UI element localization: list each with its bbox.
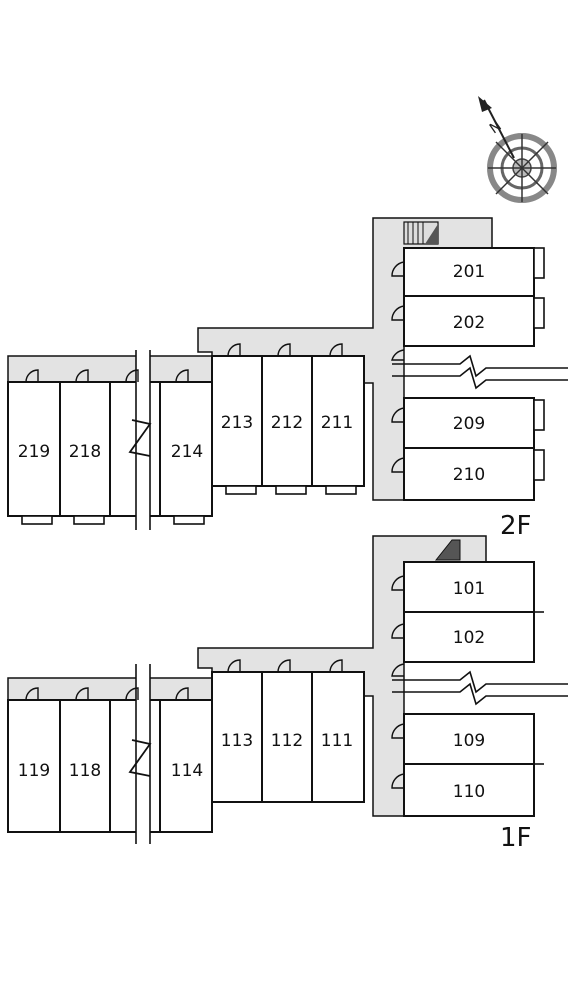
stairs-1f [434, 539, 461, 561]
unit-210 [403, 447, 535, 501]
room-label-109: 109 [453, 731, 485, 751]
room-label-201: 201 [453, 262, 485, 282]
room-label-101: 101 [453, 579, 485, 599]
room-label-213: 213 [221, 413, 253, 433]
floor-label-2f: 2F [500, 511, 532, 541]
room-label-111: 111 [321, 731, 353, 751]
room-label-112: 112 [271, 731, 303, 751]
unit-110 [403, 763, 535, 817]
room-label-218: 218 [69, 442, 101, 462]
room-label-212: 212 [271, 413, 303, 433]
room-label-119: 119 [18, 761, 50, 781]
compass-icon: N [478, 96, 557, 203]
unit-214 [159, 381, 213, 517]
unit-112 [261, 671, 313, 803]
room-label-110: 110 [453, 782, 485, 802]
unit-gap-2f [109, 381, 161, 517]
room-label-113: 113 [221, 731, 253, 751]
north-arrow-icon [478, 96, 492, 112]
unit-119 [7, 699, 61, 833]
floor-2f-plan: 201 202 209 210 211 212 213 214 218 219 … [7, 217, 568, 541]
room-label-211: 211 [321, 413, 353, 433]
unit-101 [403, 561, 535, 613]
unit-111 [311, 671, 365, 803]
room-label-214: 214 [171, 442, 203, 462]
room-label-210: 210 [453, 465, 485, 485]
floor-1f-plan: 101 102 109 110 111 112 113 114 118 119 … [7, 535, 568, 853]
unit-113 [211, 671, 263, 803]
room-label-209: 209 [453, 414, 485, 434]
room-label-202: 202 [453, 313, 485, 333]
unit-212 [261, 355, 313, 487]
floor-label-1f: 1F [500, 823, 532, 853]
unit-114 [159, 699, 213, 833]
break-line [392, 670, 568, 706]
unit-219 [7, 381, 61, 517]
room-label-114: 114 [171, 761, 203, 781]
room-label-219: 219 [18, 442, 50, 462]
unit-202 [403, 295, 535, 347]
room-label-118: 118 [69, 761, 101, 781]
unit-102 [403, 611, 535, 663]
break-line [392, 354, 568, 390]
room-label-102: 102 [453, 628, 485, 648]
